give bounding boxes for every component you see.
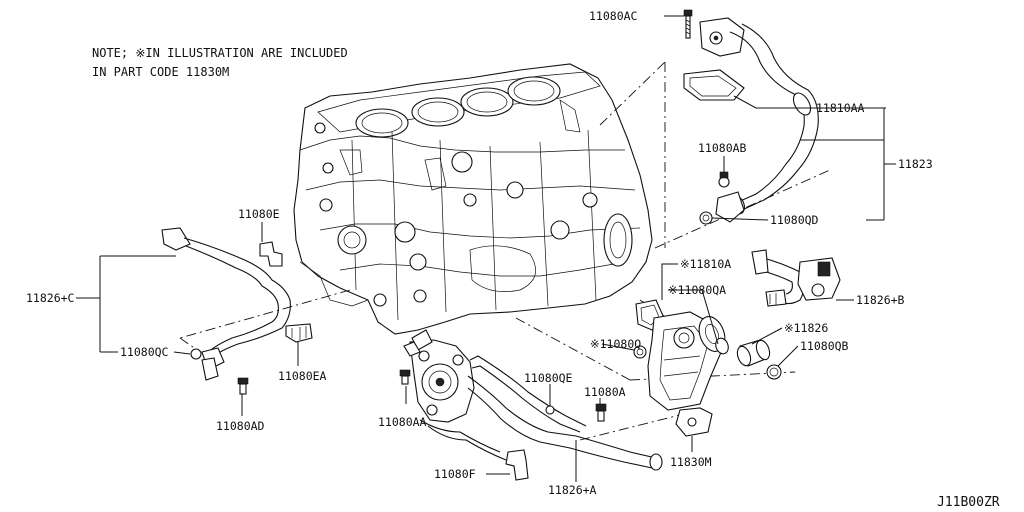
hose-11826b-assembly [751,249,841,307]
callout-11080ea: 11080EA [278,369,327,383]
callout-11080qa: ※11080QA [668,283,726,297]
hose-11826a-assembly [399,329,663,481]
callout-11826a: 11826+A [548,483,597,497]
diagram-code: J11B00ZR [937,495,1000,510]
o-ring-11080q [633,345,647,359]
callout-11080qc: 11080QC [120,345,169,359]
bore-2 [411,97,465,127]
callout-labels: 11080AC 11810AA 11080AB 11823 11080QD 11… [26,9,933,497]
callout-11080qb: 11080QB [800,339,849,353]
note-line-1: NOTE; ※IN ILLUSTRATION ARE INCLUDED [92,46,348,60]
callout-11830m: 11830M [670,455,712,469]
callout-11080aa: 11080AA [378,415,427,429]
guide-upper-1 [599,61,666,126]
hose-11823-assembly [683,9,819,225]
callout-11080ad: 11080AD [216,419,265,433]
callout-11080f: 11080F [434,467,476,481]
callout-11080e: 11080E [238,207,280,221]
callout-11080q: ※11080Q [590,337,641,351]
bore-3 [460,87,514,117]
guide-left-1 [179,289,351,339]
callout-11826c: 11826+C [26,291,75,305]
callout-11080ab: 11080AB [698,141,747,155]
leader-lines [76,15,896,482]
callout-11080a: 11080A [584,385,626,399]
cylinder-block [293,63,653,335]
callout-11810aa: 11810AA [816,101,865,115]
bore-1 [355,108,409,138]
bore-4 [507,76,561,106]
callout-11810a: ※11810A [680,257,731,271]
callout-11826b: 11826+B [856,293,905,307]
guide-lower-1 [515,317,631,381]
callout-11080ac: 11080AC [589,9,638,23]
callout-11826: ※11826 [784,321,828,335]
hose-11826c-assembly [161,227,313,395]
callout-11080qe: 11080QE [524,371,573,385]
note-line-2: IN PART CODE 11830M [92,65,229,79]
callout-11080qd: 11080QD [770,213,819,227]
callout-11823: 11823 [898,157,933,171]
water-outlet-11830m [635,299,782,437]
